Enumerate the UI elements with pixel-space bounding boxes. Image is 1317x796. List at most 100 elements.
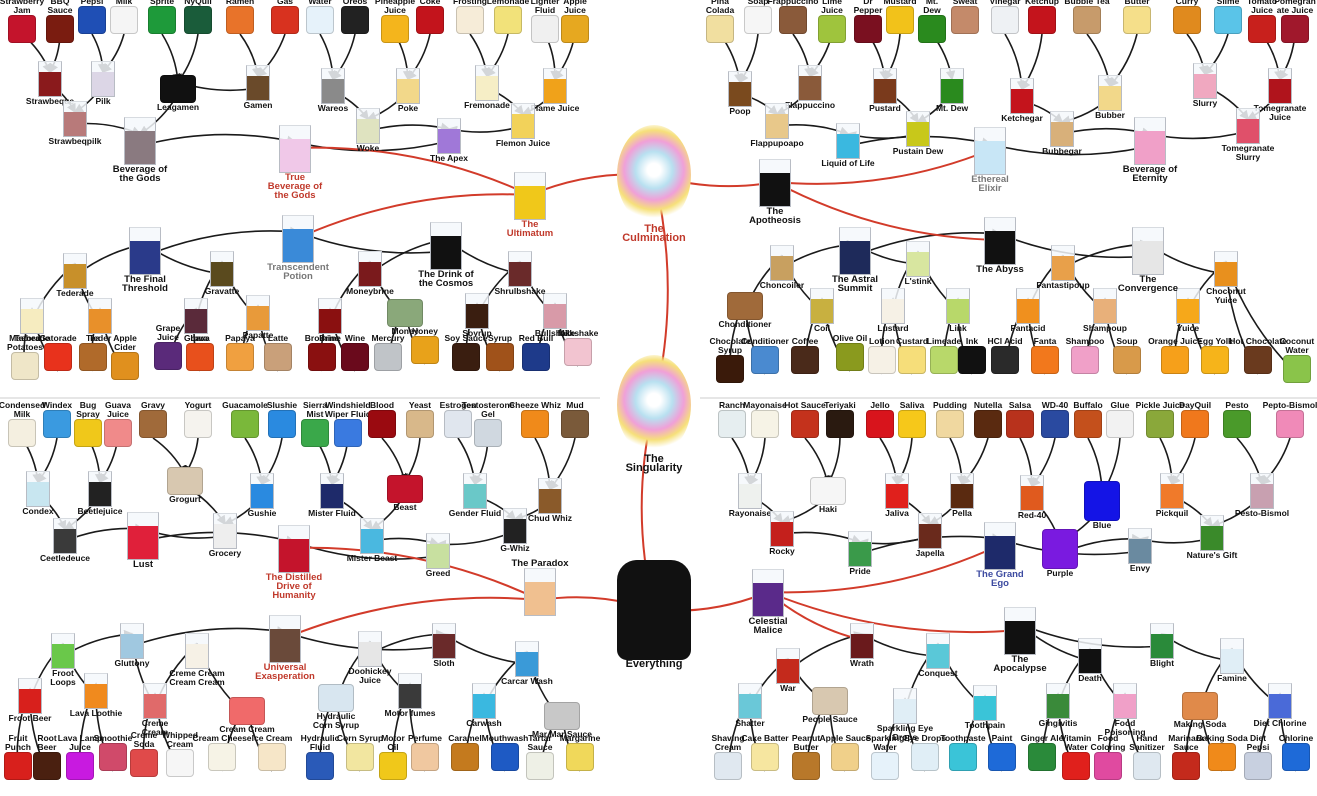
- froot-beer-label: Froot Beer: [8, 713, 52, 723]
- mayonaise-label: Mayonaise: [743, 400, 787, 410]
- the-grand-ego-glass: [984, 522, 1016, 570]
- celestial-malice-node: Celestial Malice: [738, 569, 798, 635]
- the-ultimatum-node: The Ultimatum: [500, 172, 560, 238]
- cream-cheese-label: Cream Cheese: [192, 733, 252, 743]
- wine-label: Wine: [344, 333, 366, 343]
- envy-glass: [1128, 528, 1152, 564]
- hydraulic-fluid-node: Hydraulic Fluid: [290, 734, 350, 780]
- choconut-yuice-glass: [1214, 251, 1238, 287]
- creme-cream-cream-cream-glass: [185, 633, 209, 669]
- teriyaki-node: Teriyaki: [810, 401, 870, 438]
- grocery-glass: [213, 513, 237, 549]
- shrulbshake-label: Shrulbshake: [494, 286, 546, 296]
- apple-juice-label: Apple Juice: [563, 0, 587, 15]
- glass-liquid: [64, 111, 86, 136]
- jello-picture: [866, 410, 894, 438]
- curry-picture: [1173, 6, 1201, 34]
- glass-liquid: [21, 308, 43, 333]
- glass-liquid: [359, 261, 381, 286]
- glass-liquid: [771, 255, 793, 280]
- glass-liquid: [438, 128, 460, 153]
- cream-cream-picture: [229, 697, 265, 725]
- tomegranate-slurry-glass: [1236, 108, 1260, 144]
- transcendent-potion-label: Transcendent Potion: [267, 262, 329, 282]
- lstink-node: L'stink: [888, 241, 948, 286]
- beetlejuice-glass: [88, 471, 112, 507]
- mercury-label: Mercury: [371, 333, 405, 343]
- sparkling-water-label: Sparkling Water: [865, 733, 905, 752]
- frappuccino-picture: [779, 6, 807, 34]
- diet-pepsi-picture: [1244, 752, 1272, 780]
- lstink-glass: [906, 241, 930, 277]
- brine-label: Brine: [319, 333, 341, 343]
- mustard-label: Mustard: [883, 0, 917, 6]
- bullshake-node: Bullshake: [525, 293, 585, 338]
- chlorine-label: Chlorine: [1278, 733, 1314, 743]
- coffee-node: Coffee: [775, 337, 835, 374]
- the-singularity-label: The Singularity: [625, 453, 683, 474]
- ketchegar-label: Ketchegar: [1001, 113, 1043, 123]
- the-convergence-node: The Convergence: [1118, 227, 1178, 293]
- glass-liquid: [739, 483, 761, 508]
- pepto-bismol-node: Pepto-Bismol: [1260, 401, 1317, 438]
- motor-oil-picture: [379, 752, 407, 780]
- guava-juice-picture: [104, 419, 132, 447]
- tartar-sauce-picture: [526, 752, 554, 780]
- glass-liquid: [985, 535, 1015, 569]
- cream-cream-node: Cream Cream: [217, 697, 277, 734]
- mustard-picture: [886, 6, 914, 34]
- glass-liquid: [1221, 648, 1243, 673]
- pustard-glass: [873, 68, 897, 104]
- ink-node: Ink: [942, 337, 1002, 374]
- corn-syrup-picture: [346, 743, 374, 771]
- death-label: Death: [1078, 673, 1102, 683]
- ramen-node: Ramen: [210, 0, 270, 34]
- custard-label: Custard: [895, 336, 929, 346]
- beverage-of-eternity-node: Beverage of Eternity: [1120, 117, 1180, 183]
- marinara-sauce-label: Marinara Sauce: [1168, 733, 1204, 752]
- corn-syrup-node: Corn Syrup: [330, 734, 390, 771]
- gushie-label: Gushie: [247, 508, 277, 518]
- blight-label: Blight: [1149, 658, 1175, 668]
- ketchup-label: Ketchup: [1025, 0, 1059, 6]
- bromine-picture: [308, 343, 336, 371]
- guacamole-picture: [231, 410, 259, 438]
- glass-liquid: [397, 78, 419, 103]
- red-bull-label: Red Bull: [518, 333, 554, 343]
- root-beer-picture: [33, 752, 61, 780]
- red-bull-node: Red Bull: [506, 334, 566, 371]
- creme-soda-picture: [130, 749, 158, 777]
- recipe-arrow: [296, 230, 447, 254]
- mercury-picture: [374, 343, 402, 371]
- the-drink-of-the-cosmos-glass: [430, 222, 462, 270]
- bbq-sauce-label: BBQ Sauce: [47, 0, 73, 15]
- motor-oil-label: Motor Oil: [381, 733, 405, 752]
- apple-sauce-label: Apple Sauce: [819, 733, 871, 743]
- carwash-node: Carwash: [454, 683, 514, 728]
- moneybrine-node: Moneybrine: [340, 251, 400, 296]
- link-node: Link: [928, 288, 988, 333]
- glass-liquid: [1135, 130, 1165, 164]
- froot-beer-node: Froot Beer: [0, 678, 60, 723]
- slime-node: Slime: [1198, 0, 1258, 34]
- glass-liquid: [270, 628, 300, 662]
- hydraulic-corn-syrup-node: Hydraulic Corn Syrup: [306, 684, 366, 730]
- soap-picture: [744, 6, 772, 34]
- caramel-node: Caramel: [435, 734, 495, 771]
- mud-node: Mud: [545, 401, 605, 438]
- famine-node: Famine: [1202, 638, 1262, 683]
- papaya-label: Papaya: [225, 333, 255, 343]
- blight-glass: [1150, 623, 1174, 659]
- pustard-node: Pustard: [855, 68, 915, 113]
- leagamen-label: Leagamen: [156, 102, 200, 112]
- the-abyss-glass: [984, 217, 1016, 265]
- diet-pepsi-node: Diet Pepsi: [1228, 734, 1288, 780]
- paint-label: Paint: [991, 733, 1013, 743]
- perfume-node: Perfume: [395, 734, 455, 771]
- g-whiz-label: G-Whiz: [500, 543, 530, 553]
- soap-node: Soap: [728, 0, 788, 34]
- glass-liquid: [512, 113, 534, 138]
- the-final-threshold-label: The Final Threshold: [122, 274, 168, 294]
- saliva-label: Saliva: [899, 400, 925, 410]
- toothpaste-picture: [949, 743, 977, 771]
